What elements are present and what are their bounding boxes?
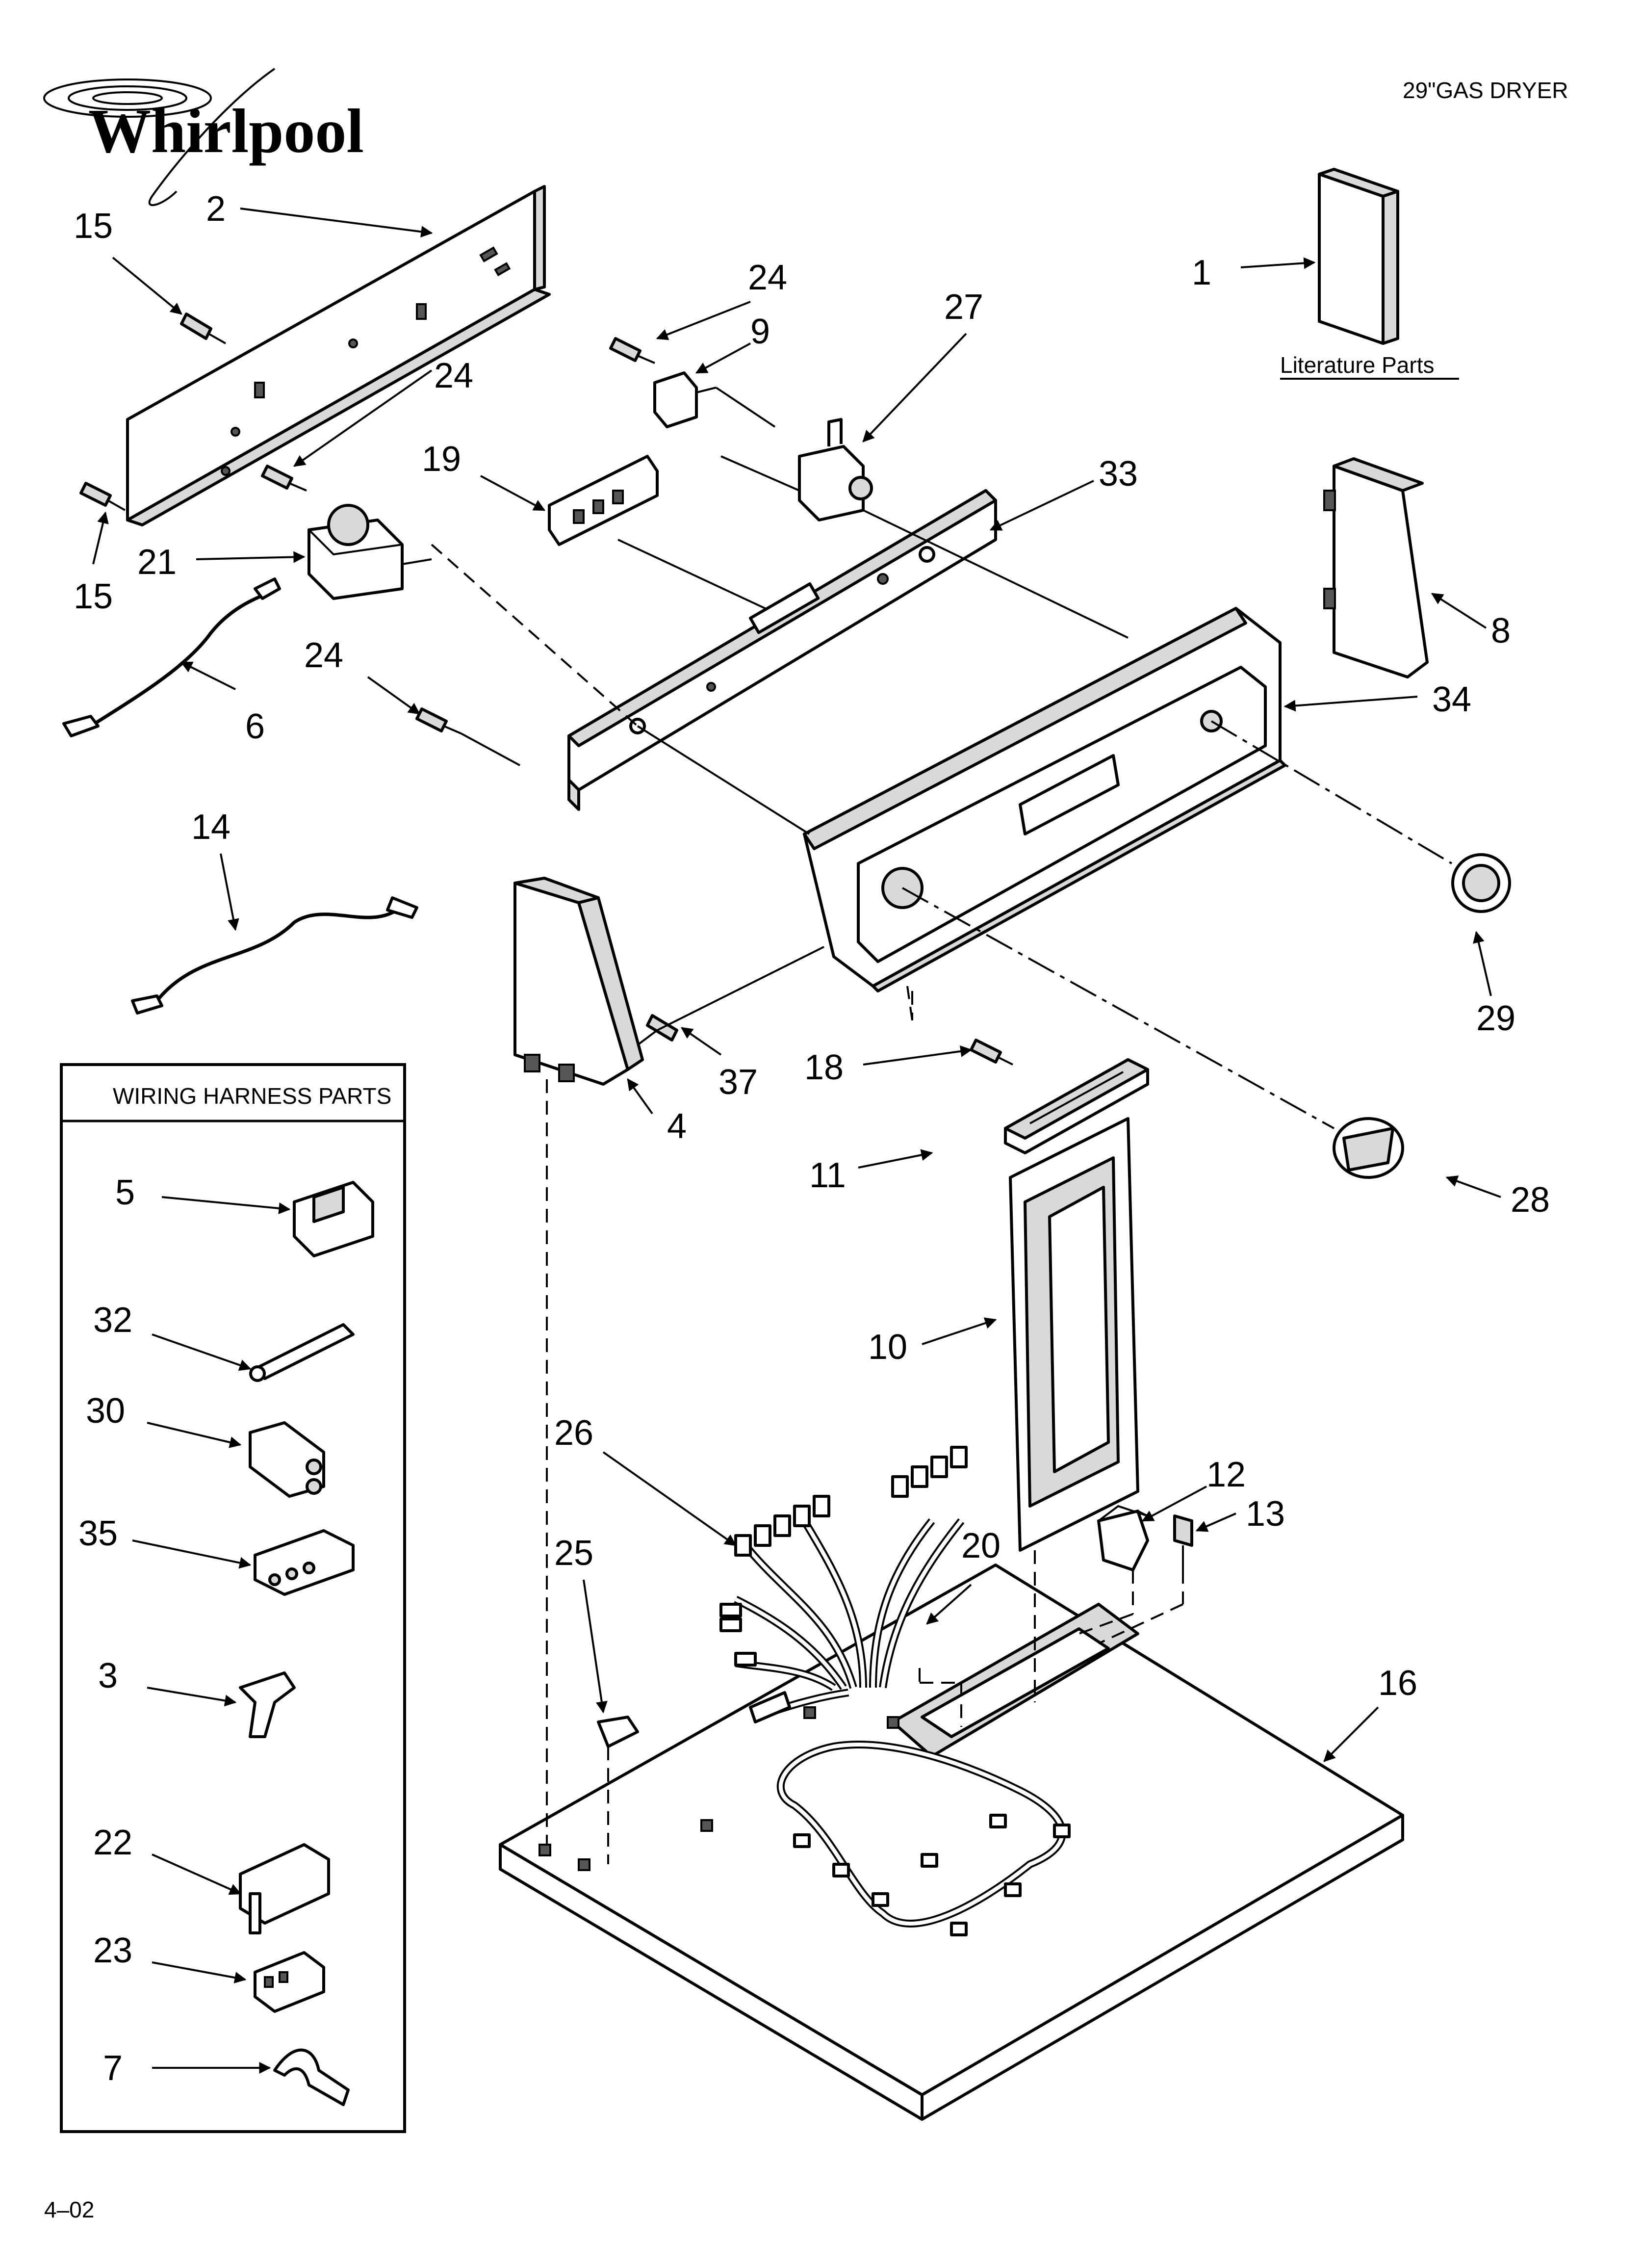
callout-labels: 1 2 15 15 24 24 9 27 33 19 21 6 24 14 8 …	[74, 189, 1550, 2088]
callout-2: 2	[206, 189, 226, 229]
callout-30: 30	[86, 1391, 125, 1431]
callout-5: 5	[115, 1173, 135, 1212]
callout-10: 10	[868, 1328, 907, 1367]
rear-panel-bracket	[126, 185, 551, 526]
callout-4: 4	[667, 1107, 687, 1146]
callout-1: 1	[1192, 253, 1211, 292]
callout-24-left: 24	[434, 356, 473, 395]
end-cap-8	[1323, 457, 1429, 678]
literature-parts: Literature Parts	[1280, 168, 1459, 380]
screw-15-bottom	[79, 482, 126, 511]
callout-24-top: 24	[748, 258, 787, 297]
harness-loop	[776, 1741, 1071, 1936]
screw-15-top	[180, 313, 226, 344]
callout-23: 23	[93, 1931, 132, 1970]
lint-cover-11	[1004, 1058, 1149, 1154]
wiring-harness-box: WIRING HARNESS PARTS	[60, 1063, 406, 2133]
callout-24-mid: 24	[304, 636, 343, 675]
callout-18: 18	[804, 1048, 844, 1087]
callout-27: 27	[944, 287, 983, 327]
screw-13	[1173, 1514, 1193, 1570]
callout-32: 32	[93, 1301, 132, 1340]
clip-12	[1097, 1505, 1149, 1571]
callout-29: 29	[1476, 999, 1515, 1038]
callout-6: 6	[245, 707, 265, 746]
callout-28: 28	[1511, 1180, 1550, 1220]
screw-24-left	[261, 465, 307, 492]
callout-19: 19	[422, 440, 461, 479]
top-panel-16	[499, 1564, 1404, 2121]
knob-28	[1333, 1117, 1404, 1179]
callout-12: 12	[1206, 1455, 1246, 1494]
callout-21: 21	[137, 543, 177, 582]
callout-26: 26	[554, 1413, 593, 1453]
callout-15-bottom: 15	[74, 577, 113, 616]
wire-14	[131, 896, 418, 1015]
harness-26	[719, 1446, 968, 1723]
screw-18	[970, 1039, 1013, 1066]
connector-23	[254, 1951, 325, 2013]
harness-box-title: WIRING HARNESS PARTS	[113, 1083, 391, 1109]
connector-22	[239, 1843, 330, 1934]
control-panel-34	[803, 607, 1286, 992]
callout-37: 37	[718, 1063, 758, 1102]
wire-6	[62, 577, 281, 737]
callout-33: 33	[1099, 454, 1138, 494]
callout-7: 7	[103, 2049, 123, 2088]
callout-14: 14	[191, 808, 231, 847]
callout-25: 25	[554, 1534, 593, 1573]
lint-housing-10	[1009, 1117, 1139, 1552]
clip-25	[597, 1716, 639, 1748]
callout-34: 34	[1432, 680, 1471, 719]
brand-name: Whirlpool	[88, 96, 364, 166]
switch-27	[798, 418, 873, 521]
callout-8: 8	[1491, 611, 1511, 651]
footer-code: 4–02	[44, 2197, 94, 2222]
callout-9: 9	[750, 312, 770, 351]
connector-5	[293, 1181, 374, 1257]
literature-caption: Literature Parts	[1280, 352, 1434, 378]
switch-9	[653, 371, 717, 428]
terminal-32	[249, 1323, 355, 1382]
callout-13: 13	[1246, 1494, 1285, 1534]
screw-24-top	[609, 337, 655, 364]
callout-arrows	[92, 208, 1501, 2074]
selector-19	[548, 455, 659, 546]
callout-16: 16	[1378, 1664, 1417, 1703]
callout-15-top: 15	[74, 207, 113, 246]
screw-24-mid	[415, 707, 462, 734]
callout-22: 22	[93, 1823, 132, 1862]
whirlpool-logo: Whirlpool	[43, 68, 364, 206]
timer-21	[308, 504, 432, 600]
callout-3: 3	[98, 1656, 118, 1695]
end-cap-4	[513, 877, 644, 1086]
callout-11: 11	[809, 1156, 846, 1195]
model-title: 29"GAS DRYER	[1403, 78, 1568, 103]
callout-35: 35	[78, 1514, 118, 1553]
callout-20: 20	[961, 1526, 1001, 1565]
connector-30	[249, 1421, 325, 1498]
knob-29	[1451, 853, 1511, 913]
clip-3	[239, 1671, 296, 1738]
console-frame-33	[567, 489, 997, 811]
connector-35	[254, 1529, 355, 1596]
clamp-7	[273, 2048, 350, 2106]
